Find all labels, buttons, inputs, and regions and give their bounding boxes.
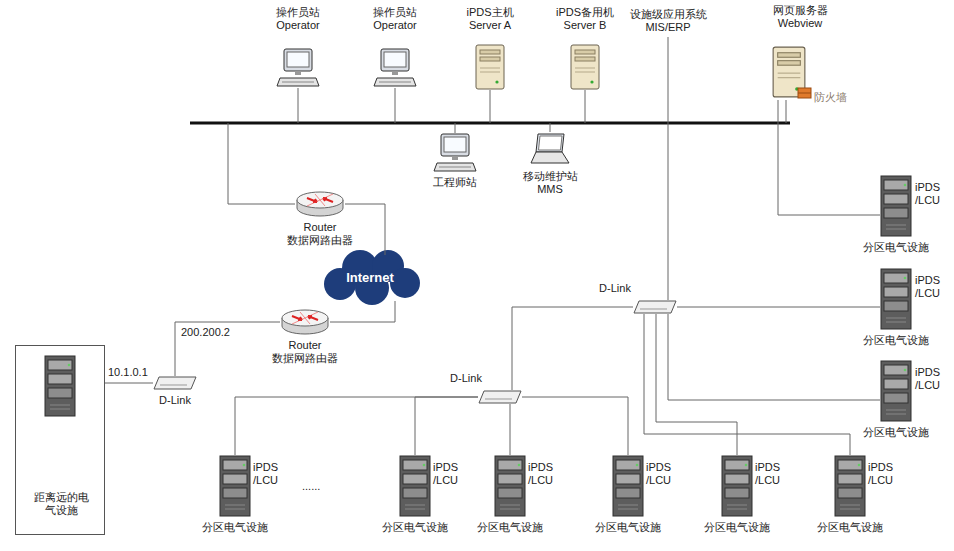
router: Router 数据网路由器 <box>295 190 345 218</box>
lcu-cabinet: iPDS /LCU分区电气设施 <box>399 455 431 517</box>
node-caption: 分区电气设施 <box>859 426 933 439</box>
node-caption: 分区电气设施 <box>591 521 665 534</box>
node-caption: 分区电气设施 <box>473 521 547 534</box>
primary-server: iPDS主机 Server A <box>475 44 505 90</box>
network-link <box>677 307 880 308</box>
lcu-cabinet: iPDS /LCU分区电气设施 <box>880 360 912 422</box>
switch: D-Link <box>633 300 677 314</box>
internet-cloud: Internet <box>320 255 420 301</box>
node-label: D-Link <box>150 394 200 407</box>
lcu-cabinet: iPDS /LCU分区电气设施 <box>219 455 251 517</box>
app-system-label: 设施级应用系统 MIS/ERP <box>626 8 710 37</box>
network-link <box>668 37 669 300</box>
web-server: 网页服务器 Webview <box>772 44 806 100</box>
switch: D-Link <box>153 376 197 390</box>
node-label: iPDS /LCU <box>253 461 287 487</box>
node-caption: 分区电气设施 <box>700 521 774 534</box>
switch: D-Link <box>478 390 522 404</box>
network-link <box>105 383 153 384</box>
operator-station: 操作员站 Operator <box>373 48 417 88</box>
network-link <box>522 397 628 455</box>
network-link <box>778 100 880 215</box>
node-label: 工程师站 <box>426 176 484 189</box>
node-label: iPDS /LCU <box>755 461 789 487</box>
ip-address: 200.200.2 <box>181 326 230 339</box>
node-label: 操作员站 Operator <box>366 6 424 32</box>
node-label: iPDS主机 Server A <box>459 6 521 32</box>
lcu-cabinet: iPDS /LCU分区电气设施 <box>612 455 644 517</box>
node-label: iPDS /LCU <box>915 274 949 300</box>
node-caption: 分区电气设施 <box>198 521 272 534</box>
lcu-cabinet: iPDS /LCU分区电气设施 <box>834 455 866 517</box>
lcu-cabinet: iPDS /LCU分区电气设施 <box>880 268 912 330</box>
node-label: 设施级应用系统 MIS/ERP <box>626 8 710 34</box>
lcu-cabinet: iPDS /LCU分区电气设施 <box>880 175 912 237</box>
maintenance-laptop: 移动维护站 MMS <box>530 132 570 166</box>
remote-facility-box: 距离远的电气设施 <box>15 345 105 535</box>
network-link <box>644 314 850 455</box>
firewall-label: 防火墙 <box>814 91 847 104</box>
node-label: 距离远的电气设施 <box>32 491 90 517</box>
node-caption: 分区电气设施 <box>813 521 887 534</box>
node-label: iPDS /LCU <box>868 461 902 487</box>
node-label: D-Link <box>590 282 640 295</box>
node-label: iPDS /LCU <box>646 461 680 487</box>
node-caption: 分区电气设施 <box>378 521 452 534</box>
operator-station: 操作员站 Operator <box>276 48 320 88</box>
backup-server: iPDS备用机 Server B <box>570 44 600 90</box>
ip-address: 10.1.0.1 <box>108 366 148 379</box>
lcu-cabinet: iPDS /LCU分区电气设施 <box>494 455 526 517</box>
network-link <box>175 322 280 376</box>
node-label: iPDS备用机 Server B <box>551 6 619 32</box>
node-label: D-Link <box>441 372 491 385</box>
node-label: Internet <box>330 270 410 286</box>
node-label: iPDS /LCU <box>915 181 949 207</box>
network-link <box>345 204 385 255</box>
network-link <box>510 404 511 455</box>
node-label: Router 数据网路由器 <box>281 221 359 247</box>
router: Router 数据网路由器 <box>280 308 330 336</box>
network-link <box>668 314 880 400</box>
network-link <box>415 397 478 455</box>
node-label: 操作员站 Operator <box>269 6 327 32</box>
node-label: iPDS /LCU <box>915 366 949 392</box>
network-link <box>512 307 633 390</box>
network-link <box>235 397 478 455</box>
node-label: Router 数据网路由器 <box>266 339 344 365</box>
lcu-cabinet: iPDS /LCU分区电气设施 <box>721 455 753 517</box>
node-caption: 分区电气设施 <box>859 241 933 254</box>
node-caption: 分区电气设施 <box>859 334 933 347</box>
node-label: 网页服务器 Webview <box>762 4 838 30</box>
node-label: iPDS /LCU <box>528 461 562 487</box>
network-link <box>330 301 395 322</box>
node-label: iPDS /LCU <box>433 461 467 487</box>
node-label: 移动维护站 MMS <box>517 170 583 196</box>
engineer-station: 工程师站 <box>433 133 477 173</box>
ellipsis-mark: ...... <box>302 480 320 493</box>
